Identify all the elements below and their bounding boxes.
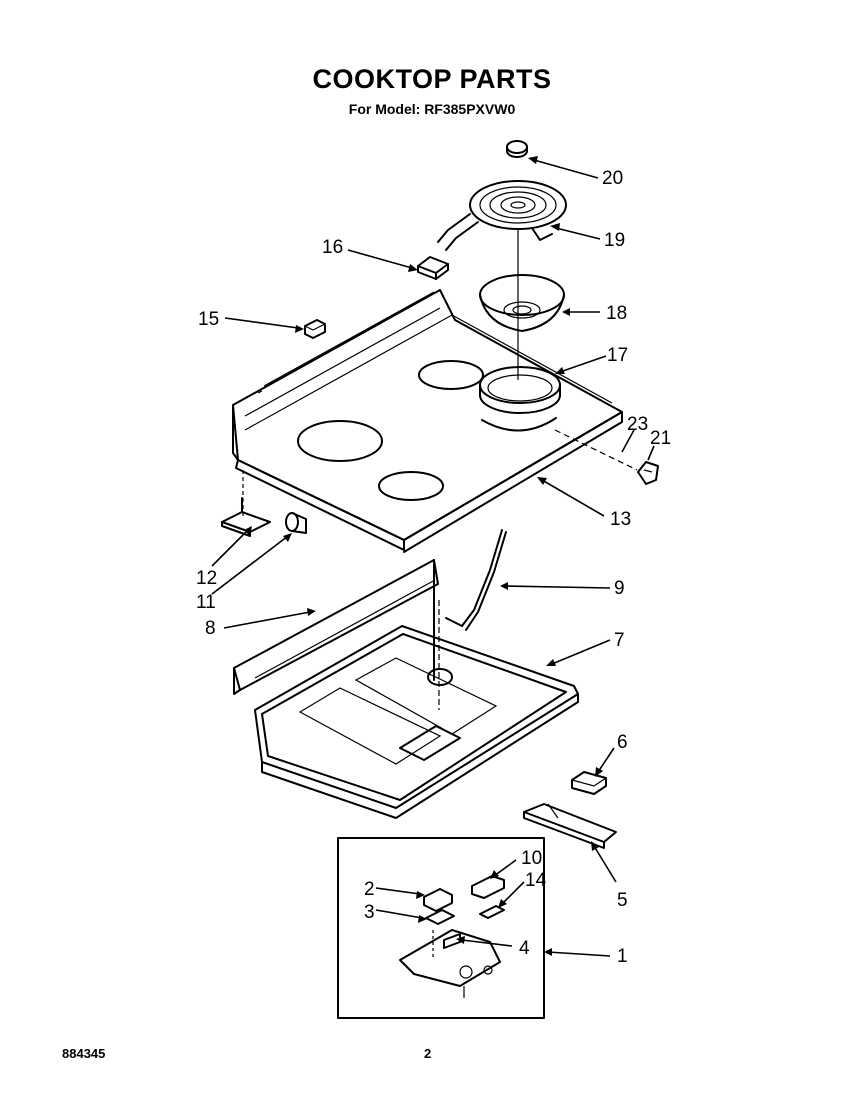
callout-17: 17 — [607, 345, 628, 366]
callout-7: 7 — [614, 630, 625, 651]
callout-9: 9 — [614, 578, 625, 599]
callout-2: 2 — [364, 879, 375, 900]
part-18-drip-bowl — [479, 274, 565, 332]
callout-18: 18 — [606, 303, 627, 324]
part-23-screw — [554, 429, 638, 471]
callout-6: 6 — [617, 732, 628, 753]
callout-16: 16 — [322, 237, 343, 258]
callout-21: 21 — [650, 428, 671, 449]
part-8-rear-panel — [233, 559, 439, 695]
callout-10: 10 — [521, 848, 542, 869]
callout-3: 3 — [364, 902, 375, 923]
part-20-knob — [506, 140, 528, 158]
part-7-burner-box — [254, 625, 579, 819]
callout-1: 1 — [617, 946, 628, 967]
callout-12: 12 — [196, 568, 217, 589]
part-1-switch-kit-box — [337, 837, 545, 1019]
page-number: 2 — [424, 1046, 432, 1061]
callout-20: 20 — [602, 168, 623, 189]
callout-5: 5 — [617, 890, 628, 911]
callout-15: 15 — [198, 309, 219, 330]
callout-23: 23 — [627, 414, 648, 435]
callout-19: 19 — [604, 230, 625, 251]
part-15-clip — [304, 319, 326, 339]
part-9-rod — [445, 529, 507, 631]
part-21-indicator — [637, 461, 659, 485]
part-5-bracket — [523, 803, 617, 849]
model-line: For Model: RF385PXVW0 — [348, 101, 516, 117]
leader-lines — [211, 156, 655, 957]
callout-4: 4 — [519, 938, 530, 959]
callout-8: 8 — [205, 618, 216, 639]
document-number: 884345 — [62, 1046, 106, 1061]
callout-labels: 20 19 16 18 15 17 23 21 13 12 11 9 8 7 6… — [196, 168, 671, 967]
part-19-surface-element — [437, 180, 567, 251]
part-16-terminal-block — [417, 256, 449, 280]
callout-13: 13 — [610, 509, 631, 530]
alignment-lines — [242, 230, 519, 960]
part-6-clip — [571, 771, 607, 795]
diagram-title: COOKTOP PARTS — [312, 64, 552, 94]
callout-14: 14 — [525, 870, 547, 891]
part-17-trim-ring — [479, 366, 561, 414]
callout-11: 11 — [196, 592, 216, 613]
part-11-spacer — [285, 512, 307, 534]
